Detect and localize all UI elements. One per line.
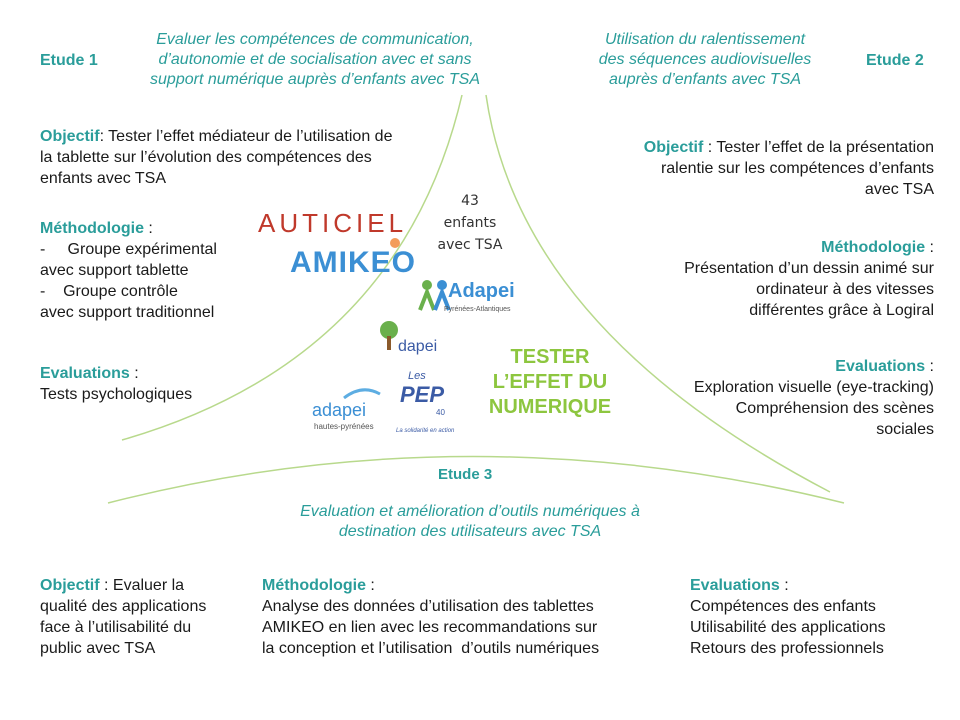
adapei-pa-logo: Adapei Pyrénées-Atlantiques — [418, 274, 518, 318]
study3-title: Evaluation et amélioration d’outils numé… — [300, 503, 640, 540]
children-count: 43 enfants avec TSA — [437, 193, 503, 253]
study1-evaluations: Evaluations : Tests psychologiques — [40, 365, 193, 403]
study2-objective: Objectif : Tester l’effet de la présenta… — [643, 139, 934, 198]
study1-label: Etude 1 — [40, 52, 98, 69]
study1-methodology: Méthodologie : - Groupe expérimental ave… — [40, 220, 217, 321]
study2-title: Utilisation du ralentissement des séquen… — [598, 31, 812, 88]
study2-evaluations: Evaluations : Exploration visuelle (eye-… — [693, 358, 934, 438]
study3-evaluations: Evaluations : Compétences des enfants Ut… — [690, 577, 886, 657]
swoosh-icon — [343, 388, 381, 400]
study3-objective: Objectif : Evaluer la qualité des applic… — [40, 577, 207, 657]
study3-label: Etude 3 — [438, 466, 493, 483]
tree-icon — [380, 321, 398, 350]
study2-methodology: Méthodologie : Présentation d’un dessin … — [684, 239, 934, 319]
auticiel-logo: AUTICIEL — [258, 208, 408, 238]
study1-objective: Objectif: Tester l’effet médiateur de l’… — [40, 128, 393, 187]
study1-title: Evaluer les compétences de communication… — [150, 31, 480, 88]
center-tagline: TESTER L’EFFET DU NUMERIQUE — [488, 346, 612, 418]
study3-methodology: Méthodologie : Analyse des données d’uti… — [262, 577, 600, 657]
adapei-landes-logo: dapei — [378, 320, 448, 364]
study2-label: Etude 2 — [866, 52, 924, 69]
adapei-hp-logo: adapei hautes-pyrénées — [312, 384, 398, 434]
amikeo-dot-icon — [390, 238, 400, 248]
amikeo-logo: AMIKEO — [290, 238, 416, 280]
pep40-logo: Les PEP 40 La solidarité en action — [396, 370, 455, 434]
adapei-people-icon — [418, 280, 451, 311]
